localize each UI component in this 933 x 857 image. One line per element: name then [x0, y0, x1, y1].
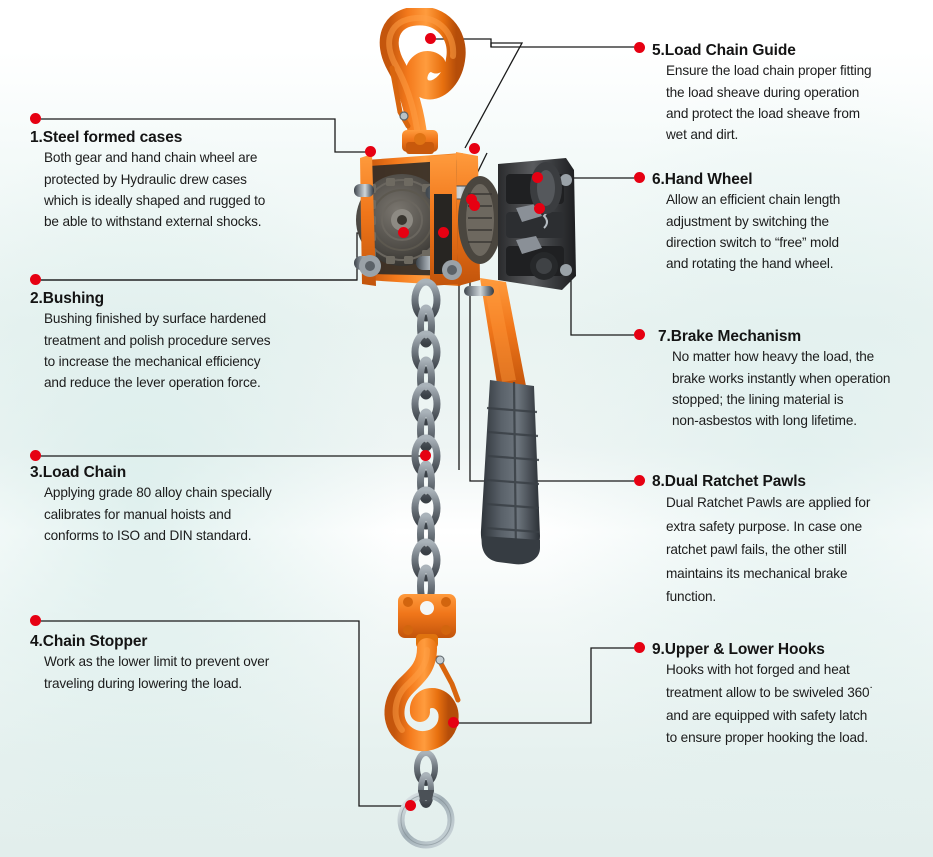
callout-7: 7.Brake Mechanism No matter how heavy th… — [658, 327, 933, 432]
callout-6-title: 6.Hand Wheel — [652, 171, 753, 188]
callout-4-body: Work as the lower limit to prevent over … — [44, 654, 270, 691]
callout-9: 9.Upper & Lower Hooks Hooks with hot for… — [652, 640, 933, 750]
callout-1-title: 1.Steel formed cases — [30, 129, 183, 146]
callout-3: 3.Load Chain Applying grade 80 alloy cha… — [30, 463, 330, 546]
callout-1: 1.Steel formed cases Both gear and hand … — [30, 128, 330, 233]
pin-upper-hook — [425, 33, 436, 44]
callout-8-body: Dual Ratchet Pawls are applied for extra… — [666, 495, 871, 604]
callout-7-title: 7.Brake Mechanism — [658, 328, 802, 345]
pin-lower-hook — [448, 717, 459, 728]
load-sheave — [458, 176, 502, 264]
pin-brake-mechanism — [534, 203, 545, 214]
callout-2: 2.Bushing Bushing finished by surface ha… — [30, 289, 330, 394]
callout-4-title: 4.Chain Stopper — [30, 633, 148, 650]
callout-dot-4 — [30, 615, 41, 626]
callout-6: 6.Hand Wheel Allow an efficient chain le… — [652, 170, 933, 275]
callout-dot-9 — [634, 642, 645, 653]
callout-dot-1 — [30, 113, 41, 124]
pin-gear-case — [438, 227, 449, 238]
pin-hand-wheel — [532, 172, 543, 183]
callout-2-title: 2.Bushing — [30, 290, 105, 307]
callout-3-title: 3.Load Chain — [30, 464, 127, 481]
callout-dot-8 — [634, 475, 645, 486]
callout-dot-5 — [634, 42, 645, 53]
callout-dot-6 — [634, 172, 645, 183]
lever-grip — [480, 380, 540, 565]
callout-9-title: 9.Upper & Lower Hooks — [652, 641, 825, 658]
lever-hoist-illustration — [354, 8, 576, 849]
direction-switch — [530, 252, 558, 280]
callout-7-body: No matter how heavy the load, the brake … — [672, 349, 891, 429]
pin-ratchet-pawls — [469, 200, 480, 211]
callout-5-title: 5.Load Chain Guide — [652, 42, 796, 59]
pin-chain-stopper — [405, 800, 416, 811]
callout-5: 5.Load Chain Guide Ensure the load chain… — [652, 41, 933, 146]
callout-5-body: Ensure the load chain proper fitting the… — [666, 63, 872, 143]
upper-hook — [379, 8, 466, 154]
pin-steel-case — [365, 146, 376, 157]
callout-dot-3 — [30, 450, 41, 461]
load-chain — [411, 278, 441, 808]
pin-load-chain-guide — [469, 143, 480, 154]
callout-dot-7 — [634, 329, 645, 340]
callout-2-body: Bushing finished by surface hardened tre… — [44, 311, 271, 391]
pin-bushing-lower — [398, 227, 409, 238]
callout-6-body: Allow an efficient chain length adjustme… — [666, 192, 841, 272]
chain-stopper-ring — [397, 790, 455, 849]
hoist-body — [354, 152, 576, 290]
callout-3-body: Applying grade 80 alloy chain specially … — [44, 485, 272, 544]
pin-load-chain — [420, 450, 431, 461]
callout-9-body: Hooks with hot forged and heat treatment… — [666, 662, 874, 746]
callout-dot-2 — [30, 274, 41, 285]
callout-8: 8.Dual Ratchet Pawls Dual Ratchet Pawls … — [652, 472, 933, 608]
callout-8-title: 8.Dual Ratchet Pawls — [652, 473, 806, 490]
lever-handle — [464, 278, 540, 565]
callout-1-body: Both gear and hand chain wheel are prote… — [44, 150, 266, 230]
callout-4: 4.Chain Stopper Work as the lower limit … — [30, 632, 330, 694]
